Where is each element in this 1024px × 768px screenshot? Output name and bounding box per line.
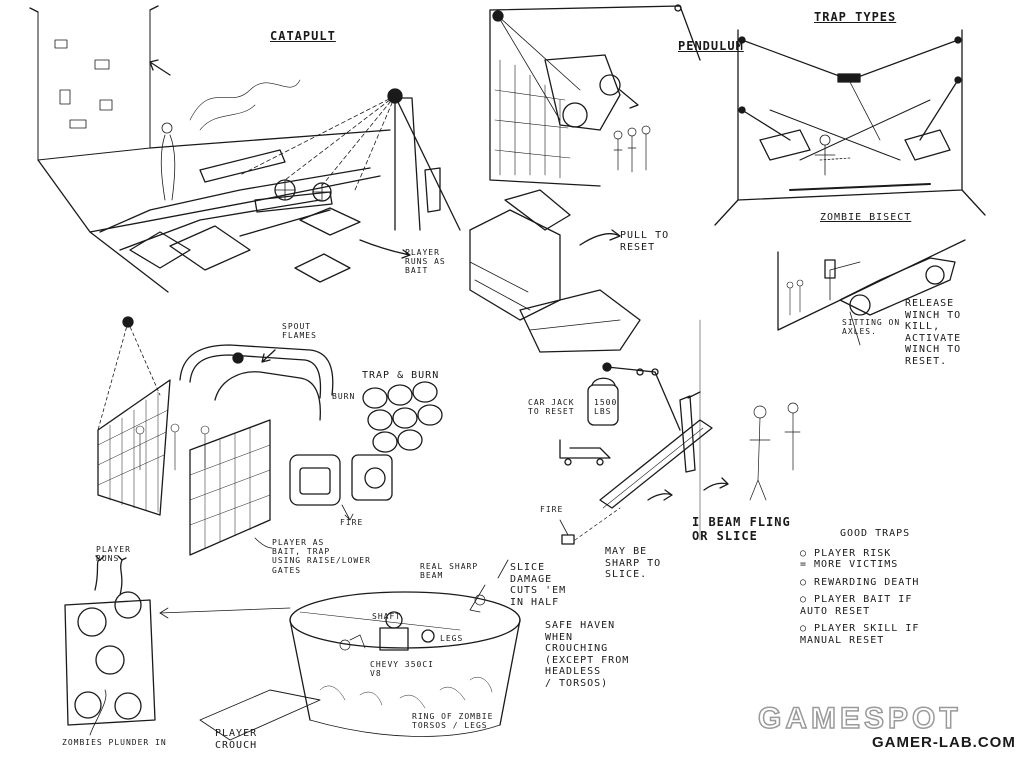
- player-runs-as-bait-label: PLAYER RUNS AS BAIT: [405, 248, 446, 276]
- pendulum-sketch: [489, 4, 701, 187]
- zombie-bisect-title: ZOMBIE BISECT: [820, 212, 912, 223]
- zombies-plunder-sketch: [64, 555, 291, 736]
- catapult-title: CATAPULT: [270, 29, 336, 43]
- i-beam-fling-label: I BEAM FLING OR SLICE: [692, 515, 791, 543]
- trap-types-title: TRAP TYPES: [814, 10, 897, 24]
- good-trap-item: ○ REWARDING DEATH: [800, 576, 920, 588]
- chevy-label: CHEVY 350CI V8: [370, 660, 434, 679]
- good-traps-list: GOOD TRAPS ○ PLAYER RISK = MORE VICTIMS …: [800, 528, 1000, 646]
- good-trap-item: ○ PLAYER BAIT IF AUTO RESET: [800, 594, 913, 617]
- burn-label: BURN: [332, 392, 356, 401]
- sitting-on-axles-label: SITTING ON AXLES.: [842, 318, 901, 337]
- i-beam-sketch: [559, 319, 801, 545]
- fire-label-2: FIRE: [540, 505, 564, 514]
- trap-and-burn-sketch: [97, 316, 443, 556]
- catapult-sketch: [29, 5, 461, 293]
- pendulum-title: PENDULUM: [678, 39, 744, 53]
- trap-and-burn-label: TRAP & BURN: [362, 370, 440, 381]
- player-runs-label: PLAYER RUNS: [96, 545, 131, 564]
- zombies-plunder-label: ZOMBIES PLUNDER IN: [62, 738, 167, 747]
- good-trap-text: PLAYER RISK = MORE VICTIMS: [800, 547, 899, 571]
- good-trap-item: ○ PLAYER RISK = MORE VICTIMS: [800, 547, 899, 571]
- safe-haven-label: SAFE HAVEN WHEN CROUCHING (EXCEPT FROM H…: [545, 620, 630, 689]
- good-trap-text: REWARDING DEATH: [814, 576, 920, 588]
- player-crouch-label: PLAYER CROUCH: [215, 728, 258, 751]
- zombie-bisect-sketch: [777, 239, 966, 346]
- release-winch-label: RELEASE WINCH TO KILL, ACTIVATE WINCH TO…: [905, 298, 962, 367]
- safe-haven-sketch: [199, 559, 521, 741]
- shaft-label: SHAFT: [372, 612, 402, 621]
- spout-flames-label: SPOUT FLAMES: [282, 322, 317, 341]
- trap-types-sketch: [714, 29, 986, 226]
- fire-label-1: FIRE: [340, 518, 364, 527]
- legs-label: LEGS: [440, 634, 464, 643]
- player-as-bait-label: PLAYER AS BAIT, TRAP USING RAISE/LOWER G…: [272, 538, 371, 575]
- weight-label: 1500 LBS: [594, 398, 618, 417]
- good-trap-text: PLAYER BAIT IF AUTO RESET: [800, 594, 913, 617]
- bulldozer-sketch: [469, 189, 641, 353]
- ring-of-zombie-label: RING OF ZOMBIE TORSOS / LEGS: [412, 712, 494, 731]
- may-be-sharp-label: MAY BE SHARP TO SLICE.: [605, 546, 662, 580]
- slice-damage-label: SLICE DAMAGE CUTS 'EM IN HALF: [510, 562, 567, 608]
- good-trap-item: ○ PLAYER SKILL IF MANUAL RESET: [800, 623, 920, 646]
- gamerlab-watermark: GAMER-LAB.COM: [872, 734, 1016, 751]
- pull-to-reset-label: PULL TO RESET: [620, 230, 670, 253]
- good-trap-text: PLAYER SKILL IF MANUAL RESET: [800, 623, 920, 646]
- gamespot-watermark: GAMESPOT: [757, 701, 962, 736]
- car-jack-label: CAR JACK TO RESET: [528, 398, 575, 417]
- good-traps-title: GOOD TRAPS: [840, 528, 911, 539]
- real-sharp-beam-label: REAL SHARP BEAM: [420, 562, 479, 581]
